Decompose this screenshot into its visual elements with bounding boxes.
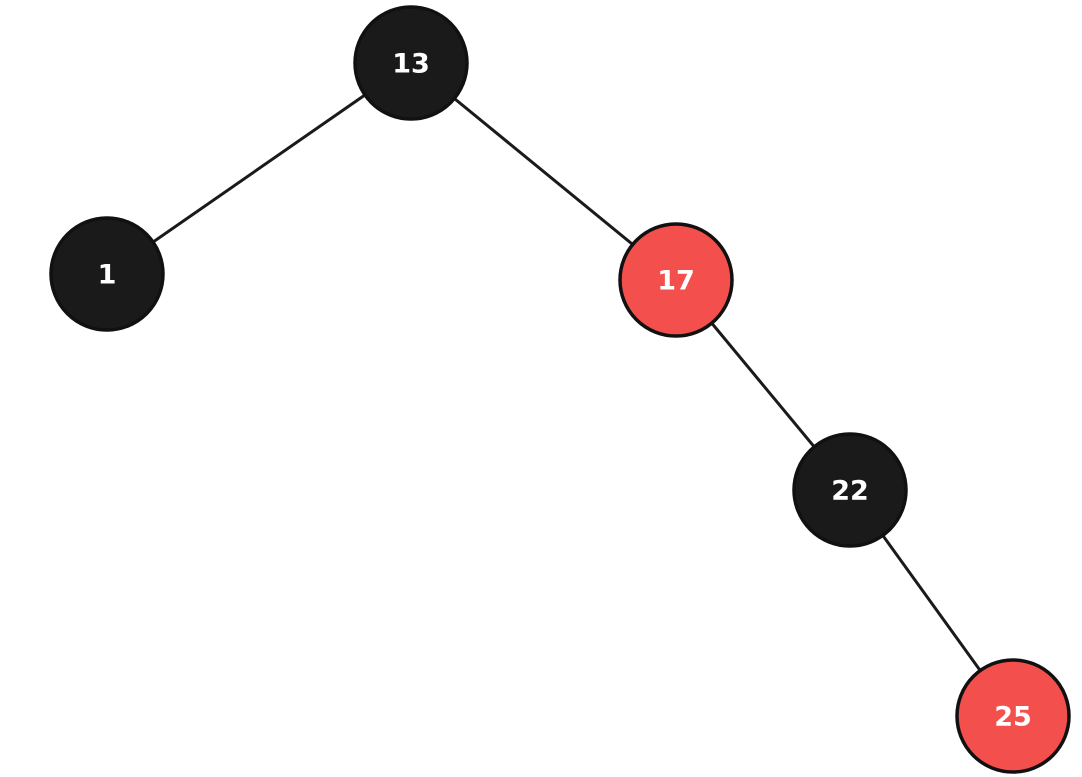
tree-node-1: 1 [49,216,165,332]
tree-node-13: 13 [353,5,469,121]
tree-node-label: 25 [994,702,1032,733]
tree-node-circle [792,432,908,548]
tree-node-22: 22 [792,432,908,548]
tree-node-17: 17 [618,222,734,338]
tree-node-label: 1 [98,260,117,291]
tree-node-circle [955,658,1071,774]
tree-node-circle [618,222,734,338]
tree-edge-13-1 [106,61,412,276]
tree-node-25: 25 [955,658,1071,774]
tree-node-label: 22 [831,476,869,507]
tree-node-circle [49,216,165,332]
tree-node-label: 13 [392,49,430,80]
tree-node-circle [353,5,469,121]
tree-node-label: 17 [657,266,695,297]
